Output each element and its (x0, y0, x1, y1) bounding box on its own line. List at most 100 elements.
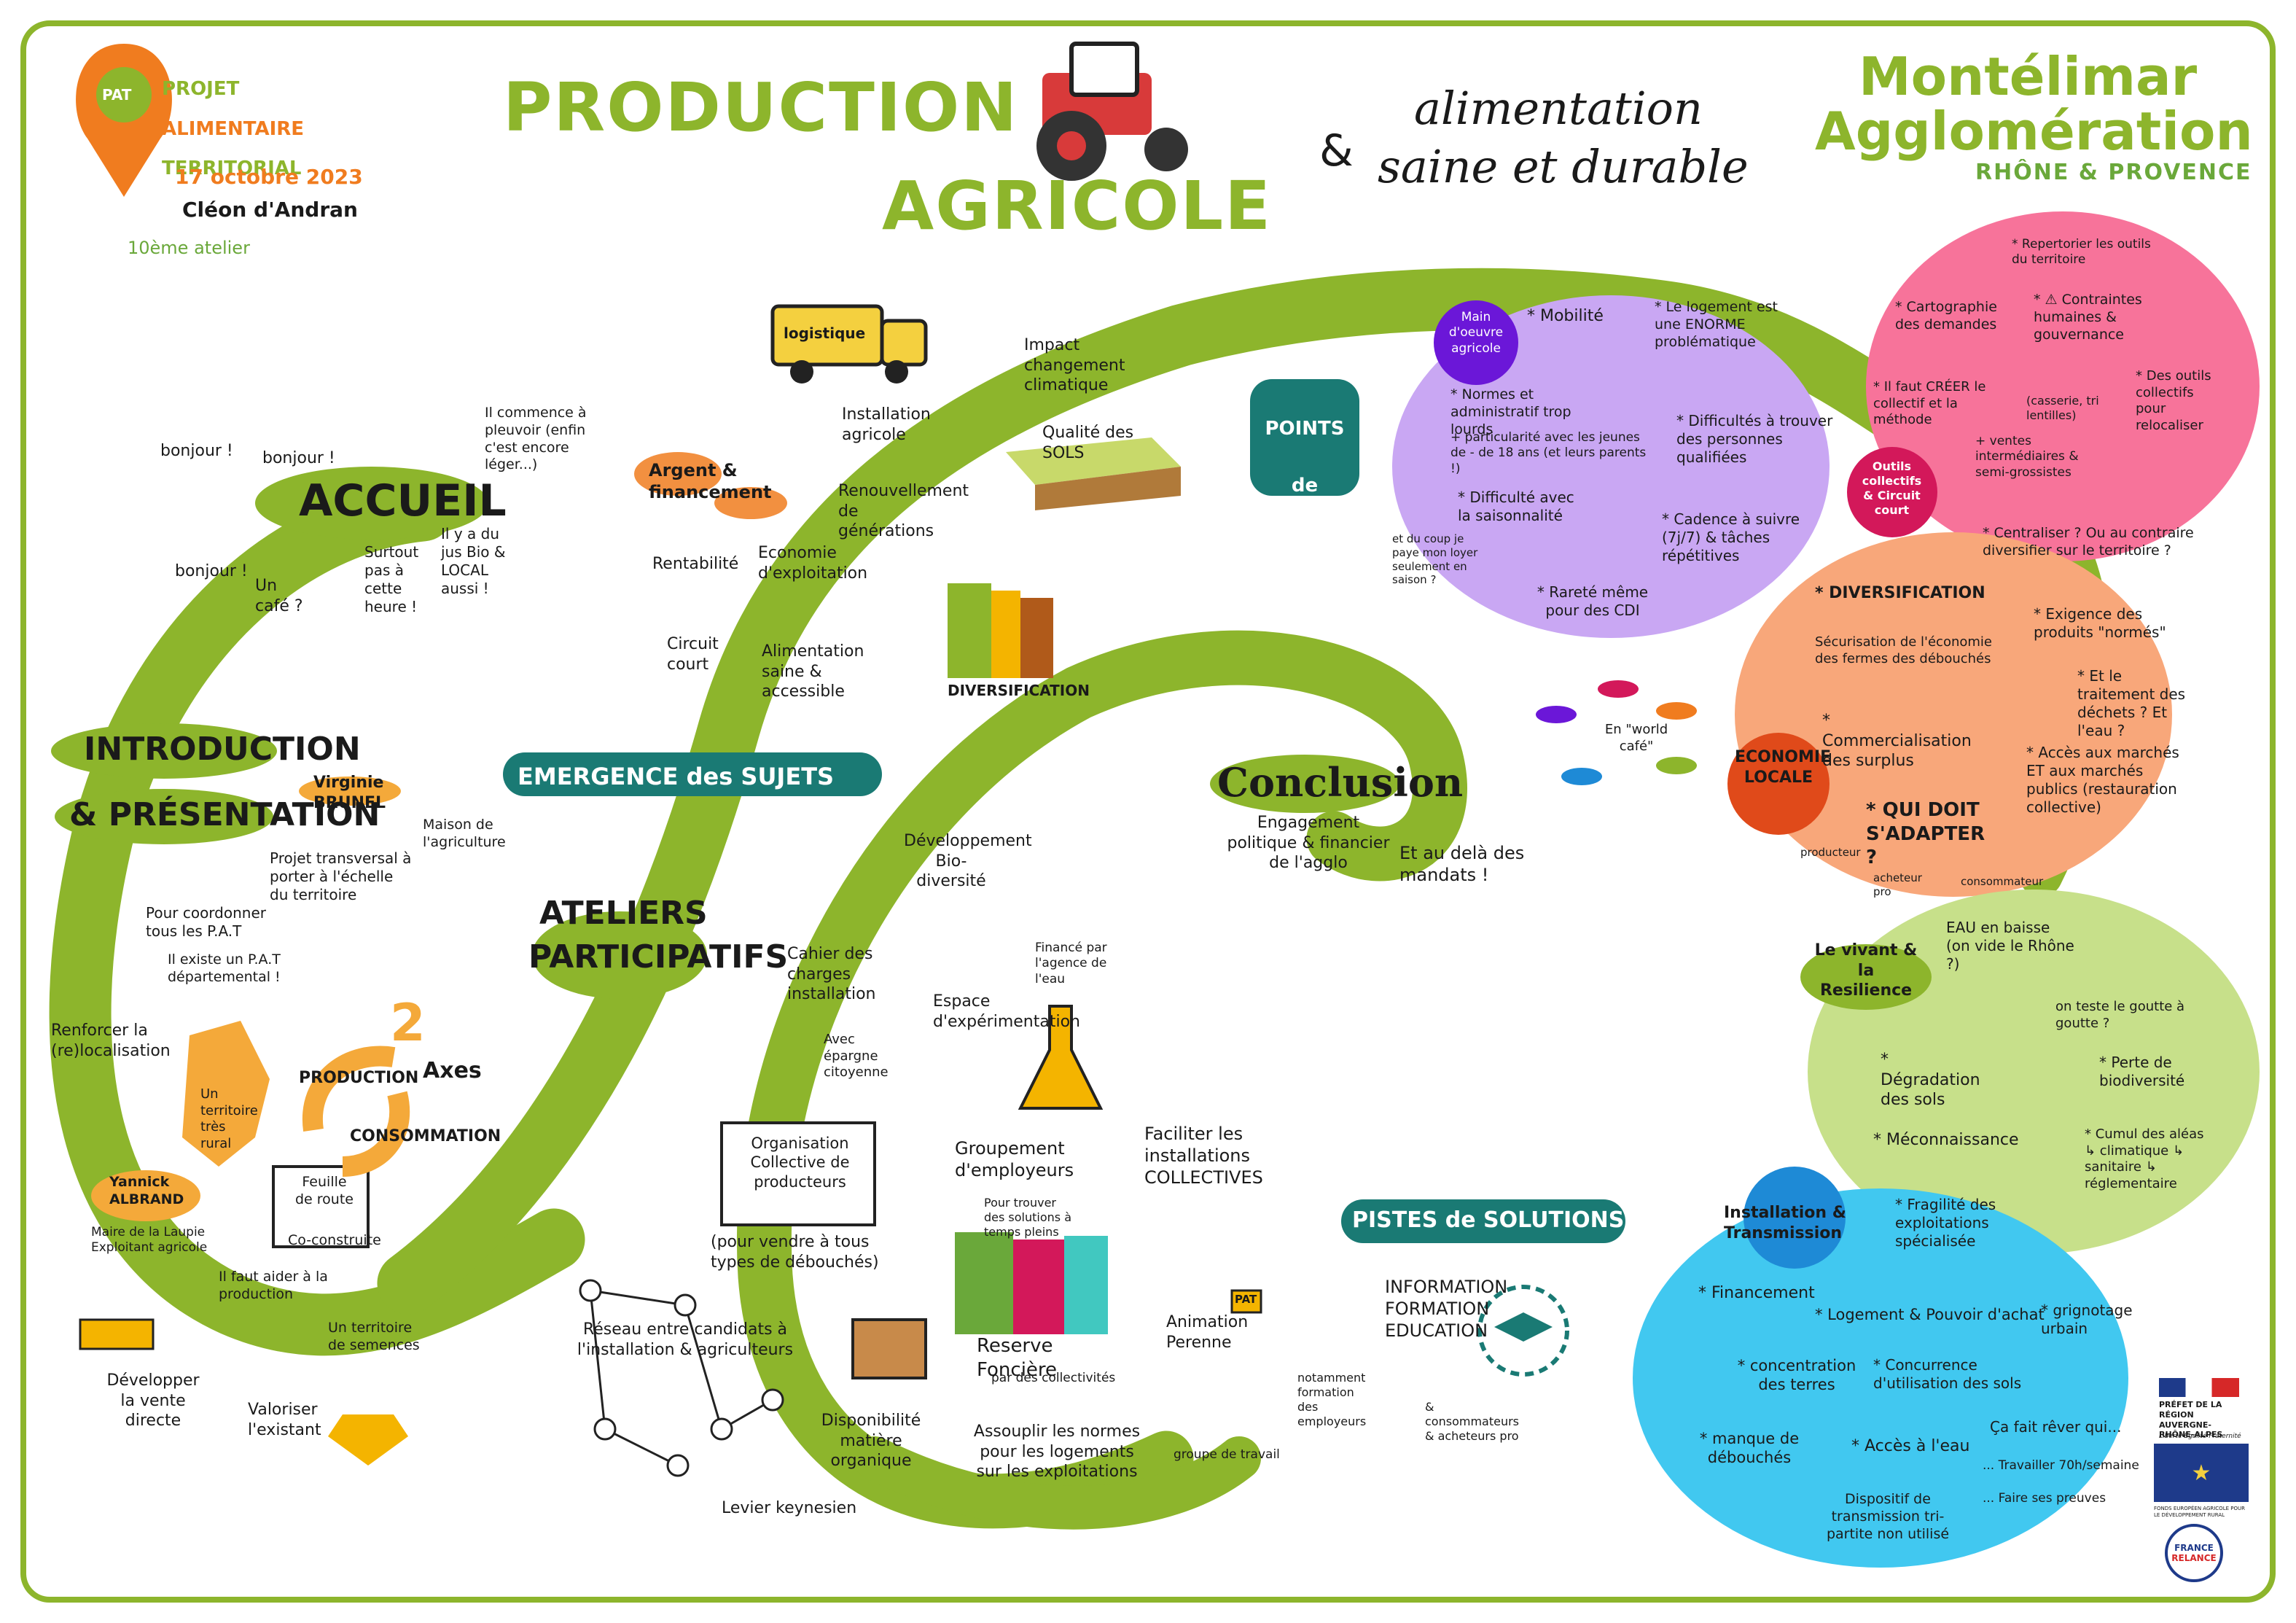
vivant-label: Le vivant & la Resilience (1814, 941, 1918, 1000)
acces-marches: * Accès aux marchés ET aux marchés publi… (2026, 744, 2179, 816)
bubble-economie (1735, 532, 2172, 897)
points-banner: POINTS de BLOCAGE (1257, 386, 1356, 585)
mobilite: * Mobilité (1527, 307, 1604, 325)
france-relance-logo: FRANCE RELANCE (2165, 1524, 2223, 1582)
network-diagram (579, 1279, 784, 1477)
levier-keynesien: Levier keynesien (722, 1499, 857, 1517)
tractor-icon (1036, 42, 1188, 181)
repertorier: * Repertorier les outils du territoire (2012, 237, 2151, 268)
heure-note: Surtout pas à cette heure ! (364, 543, 419, 615)
green-road-inner-spiral (736, 630, 1467, 1529)
page-frame (20, 20, 2276, 1603)
pill-finance (714, 487, 787, 519)
groupe-travail: groupe de travail (1174, 1447, 1280, 1462)
finance-agence: Financé par l'agence de l'eau (1035, 941, 1107, 986)
bubble-installation (1633, 1188, 2128, 1568)
pistes-banner-text: PISTES de SOLUTIONS (1352, 1207, 1625, 1233)
green-road-outer-loop (49, 479, 585, 1356)
reserve-note: par des collectivités (991, 1371, 1116, 1385)
atelier-label: 10ème atelier (128, 238, 250, 258)
traitement: * Et le traitement des déchets ? Et l'ea… (2077, 667, 2186, 739)
rentabilite: Rentabilité (652, 555, 739, 573)
cumul-aleas: * Cumul des aléas ↳ climatique ↳ sanitai… (2085, 1126, 2204, 1191)
axes-arrow-top (302, 1046, 396, 1132)
badge-installation (1744, 1167, 1846, 1269)
valoriser-note: Valoriser l'existant (248, 1401, 321, 1439)
badge-main-oeuvre (1434, 300, 1518, 385)
exigence: * Exigence des produits "normés" (2034, 605, 2166, 641)
aider-note: Il faut aider à la production (219, 1269, 328, 1302)
axes-number: 2 (390, 993, 426, 1053)
cahier-charges: Cahier des charges installation (787, 945, 876, 1003)
vendre-debouches: (pour vendre à tous types de débouchés) (711, 1233, 879, 1272)
intro-title-2: & PRÉSENTATION (69, 796, 380, 833)
existe-note: Il existe un P.A.T départemental ! (168, 951, 281, 985)
org-rhone: RHÔNE & PROVENCE (1975, 160, 2252, 185)
impact-climatique: Impact changement climatique (1024, 336, 1125, 394)
pat-line-3: TERRITORIAL (162, 157, 302, 180)
subtitle-saine: saine et durable (1378, 140, 1749, 193)
creer-collectif: * Il faut CRÉER le collectif et la métho… (1873, 379, 1986, 427)
faire-preuves: ... Faire ses preuves (1983, 1491, 2106, 1506)
pat-title: PROJET ALIMENTAIRE TERRITORIAL (162, 60, 304, 199)
diversification-point: * DIVERSIFICATION (1815, 584, 1985, 602)
cout-loyer: et du coup je paye mon loyer seulement e… (1392, 532, 1478, 587)
producteur: producteur (1800, 846, 1861, 859)
banner-points (1250, 379, 1359, 496)
badge-outils (1847, 447, 1937, 537)
argent-financement: Argent & financement (649, 460, 772, 502)
logistique-truck-icon (770, 304, 928, 384)
flask-icon (1018, 1005, 1104, 1110)
points-line-1: POINTS (1265, 418, 1345, 440)
financement: * Financement (1698, 1284, 1815, 1302)
organisation-collective: Organisation Collective de producteurs (750, 1134, 850, 1191)
yannick-name: Yannick ALBRAND (109, 1174, 184, 1207)
particularite-jeunes: + particularité avec les jeunes de - de … (1450, 430, 1647, 476)
pill-accueil (255, 467, 488, 540)
groupement-note: Pour trouver des solutions à temps plein… (984, 1196, 1072, 1239)
organisation-sign (720, 1121, 876, 1226)
pat-sign-board (1230, 1289, 1262, 1314)
conclusion-title: Conclusion (1217, 759, 1464, 806)
rarete-cdi: * Rareté même pour des CDI (1536, 583, 1649, 619)
place-label: Cléon d'Andran (182, 198, 358, 222)
virginie-name: Virginie BRUNEL (313, 774, 386, 812)
economie-label: ECONOMIE LOCALE (1735, 748, 1832, 787)
biodiversite: Développement Bio-diversité (904, 832, 1032, 890)
fragilite: * Fragilité des exploitations spécialisé… (1895, 1196, 1996, 1250)
soil-block-icon (1006, 437, 1181, 510)
devise-text: Liberté Égalité Fraternité (2159, 1433, 2241, 1440)
bonjour-1: bonjour ! (160, 442, 233, 460)
compost-crate-icon (851, 1318, 927, 1379)
eu-flag-icon: ★ (2154, 1444, 2249, 1502)
epargne-note: Avec épargne citoyenne (824, 1032, 889, 1080)
france-text: FRANCE (2174, 1543, 2214, 1553)
outils-label: Outils collectifs & Circuit court (1862, 459, 1922, 517)
market-stall-icon (79, 1318, 155, 1350)
pat-line-1: PROJET (162, 78, 240, 101)
projet-note: Projet transversal à porter à l'échelle … (270, 849, 412, 903)
pluie-note: Il commence à pleuvoir (enfin c'est enco… (485, 405, 587, 473)
alimentation-saine: Alimentation saine & accessible (762, 642, 864, 701)
title-agricole: AGRICOLE (882, 167, 1272, 245)
pill-ateliers (532, 911, 707, 999)
feuille-sign (272, 1165, 370, 1248)
logement-pouvoir: * Logement & Pouvoir d'achat (1815, 1306, 2045, 1323)
acheteur-pro: acheteur pro (1873, 871, 1922, 898)
centraliser: * Centraliser ? Ou au contraire diversif… (1983, 525, 2194, 558)
renouvellement: Renouvellement de générations (838, 482, 969, 540)
buildings-icon (955, 1232, 1108, 1334)
badge-economie (1727, 733, 1830, 835)
pill-intro (51, 723, 277, 779)
qui-doit: * QUI DOIT S'ADAPTER ? (1866, 799, 1985, 868)
coconstruite-label: Co-construite (288, 1232, 381, 1248)
commercialisation: * Commercialisation des surplus (1822, 712, 1972, 770)
pill-conclusion (1210, 755, 1399, 813)
perte-biodiversite: * Perte de biodiversité (2099, 1054, 2185, 1089)
feuille-label: Feuille de route (295, 1174, 354, 1207)
cadence: * Cadence à suivre (7j/7) & tâches répét… (1662, 510, 1800, 564)
qualite-sols: Qualité des SOLS (1042, 424, 1134, 462)
bubble-outils (1866, 211, 2260, 561)
coordonner-note: Pour coordonner tous les P.A.T (146, 904, 266, 940)
